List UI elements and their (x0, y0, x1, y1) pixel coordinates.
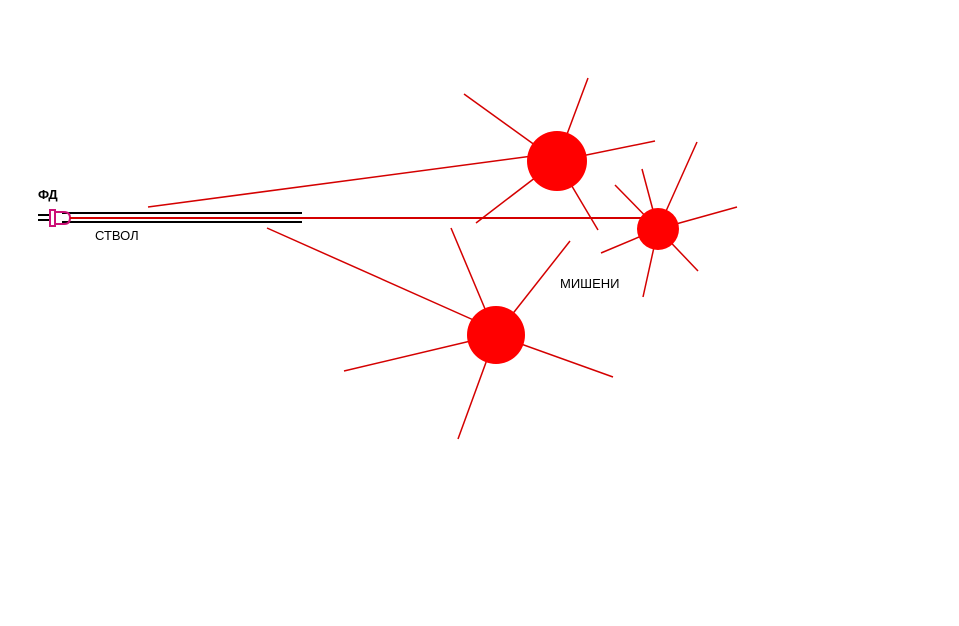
target-1-circle (527, 131, 587, 191)
scattered-beams (147, 154, 541, 323)
target-2-circle (637, 208, 679, 250)
target-3-circle (467, 306, 525, 364)
barrel-label: СТВОЛ (95, 228, 139, 243)
barrel (62, 212, 302, 223)
return-beam-upper (147, 154, 541, 208)
target-1 (463, 77, 656, 231)
targets-label: МИШЕНИ (560, 276, 620, 291)
target-2 (600, 141, 738, 298)
photodiode-label: ФД (38, 187, 58, 202)
return-beam-lower (266, 227, 479, 323)
photodiode-icon (38, 209, 72, 227)
target-3 (343, 227, 614, 440)
